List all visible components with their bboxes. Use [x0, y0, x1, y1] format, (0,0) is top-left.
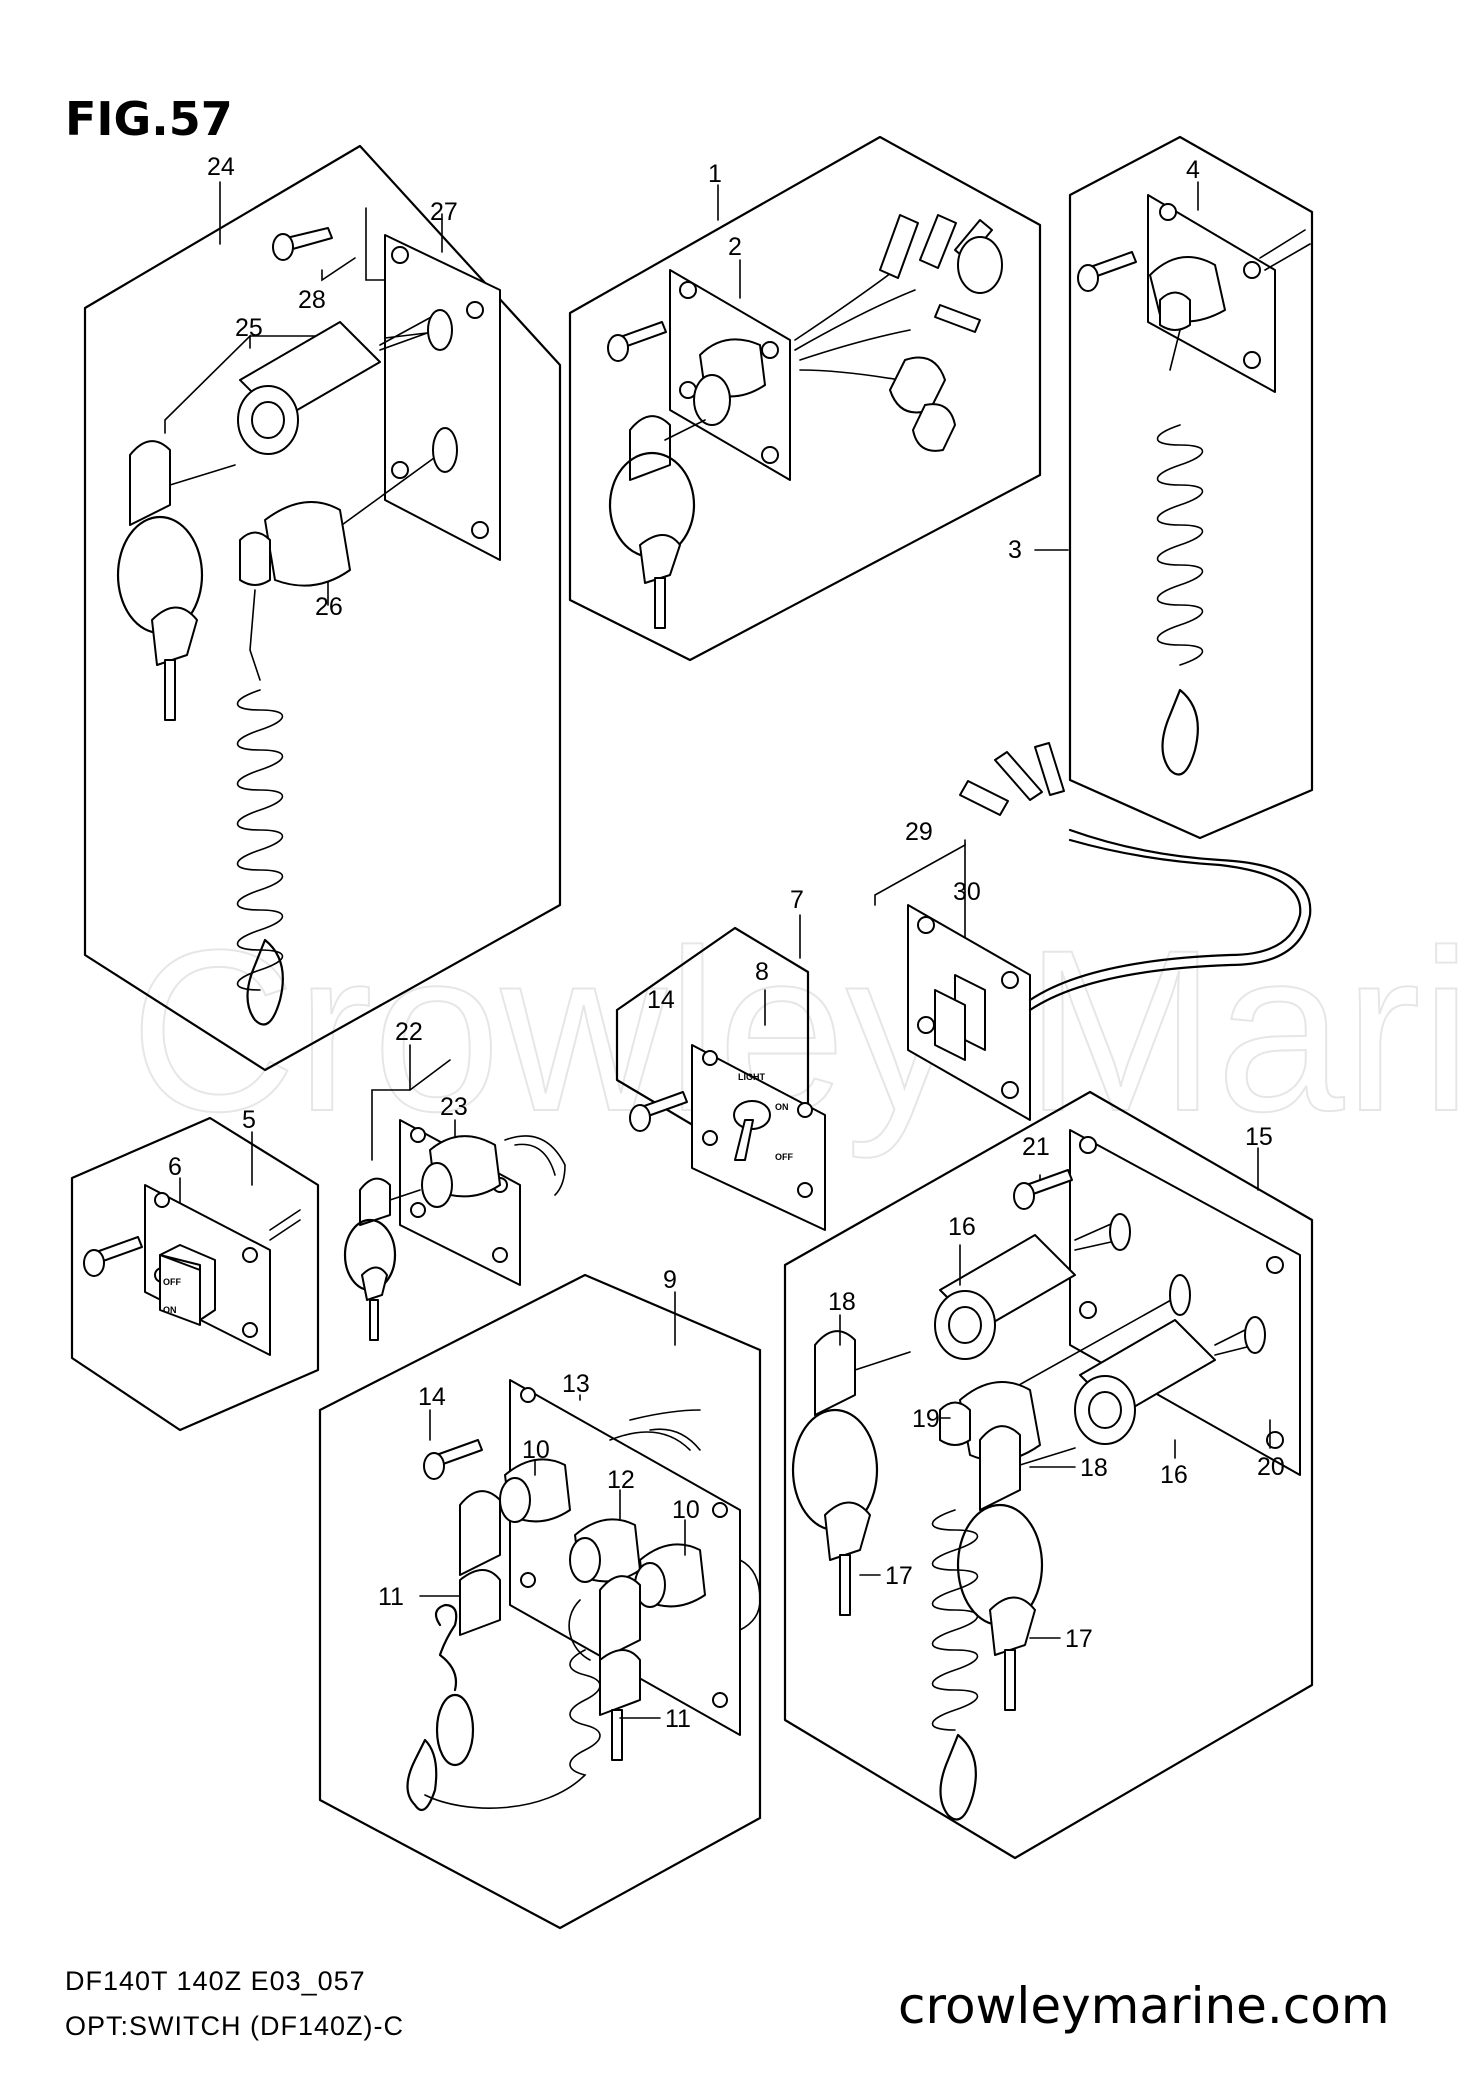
website-text: crowleymarine.com: [898, 1977, 1390, 2035]
callout-18-left: 18: [828, 1288, 856, 1316]
callout-8: 8: [755, 958, 769, 986]
callout-14-light: 14: [647, 986, 675, 1014]
callout-4: 4: [1186, 156, 1200, 184]
callout-26: 26: [315, 593, 343, 621]
panel-switch-5: OFF ON 5 6: [70, 1106, 320, 1432]
light-plate-on: ON: [775, 1102, 789, 1112]
panel-triple-switch: 9 13 14 10 12 10 11 11: [318, 1266, 762, 1930]
light-plate-off: OFF: [775, 1152, 793, 1162]
callout-19: 19: [912, 1405, 940, 1433]
callout-25: 25: [235, 314, 263, 342]
callout-11-left: 11: [378, 1583, 404, 1611]
callout-22: 22: [395, 1018, 423, 1046]
callout-16-upper: 16: [948, 1213, 976, 1241]
model-code: DF140T 140Z E03_057: [65, 1966, 366, 1996]
figure-caption: OPT:SWITCH (DF140Z)-C: [65, 2011, 404, 2041]
wire-connectors-29: [959, 742, 1065, 816]
panel-twin-ignition: 15 21 16 18 19 18 16 20 17 17: [783, 1090, 1314, 1860]
callout-27: 27: [430, 198, 458, 226]
callout-30: 30: [953, 878, 981, 906]
figure-title: FIG.57: [65, 92, 233, 146]
callout-13: 13: [562, 1370, 590, 1398]
panel-ignition-set: 24 27 28 25 26: [83, 144, 562, 1072]
callout-3: 3: [1008, 536, 1022, 564]
callout-16-lower: 16: [1160, 1461, 1188, 1489]
callout-21: 21: [1022, 1133, 1050, 1161]
callout-23: 23: [440, 1093, 468, 1121]
callout-20: 20: [1257, 1453, 1285, 1481]
callout-6: 6: [168, 1153, 182, 1181]
callout-28: 28: [298, 286, 326, 314]
callout-17-left: 17: [885, 1562, 913, 1590]
callout-17-right: 17: [1065, 1625, 1093, 1653]
callout-11-right: 11: [665, 1705, 691, 1733]
panel-stop-switch: 4 3: [1008, 135, 1314, 840]
callout-24: 24: [207, 153, 235, 181]
callout-14-triple: 14: [418, 1383, 446, 1411]
callout-5: 5: [242, 1106, 256, 1134]
callout-12: 12: [607, 1466, 635, 1494]
callout-18-right: 18: [1080, 1454, 1108, 1482]
callout-29: 29: [905, 818, 933, 846]
callout-10-left: 10: [522, 1436, 550, 1464]
lanyard-coil-15: [931, 1509, 979, 1731]
callout-15: 15: [1245, 1123, 1273, 1151]
panel-choke-switch: 22 23: [343, 1018, 566, 1341]
switch5-plate-on: ON: [163, 1305, 177, 1315]
callout-1: 1: [708, 160, 722, 188]
callout-9: 9: [663, 1266, 677, 1294]
panel-main-switch: 1 2: [568, 135, 1042, 662]
wire-connectors-1: [879, 214, 1003, 452]
panel-light-switch: LIGHT ON OFF 7 8 14: [615, 886, 826, 1231]
switch5-plate-off: OFF: [163, 1277, 181, 1287]
callout-7: 7: [790, 886, 804, 914]
callout-2: 2: [728, 233, 742, 261]
lanyard-coil-4: [1156, 424, 1204, 666]
panel-trim-switch: 29 30: [874, 742, 1312, 1121]
lanyard-coil-24: [236, 689, 284, 991]
light-plate-label: LIGHT: [738, 1072, 765, 1082]
callout-10-right: 10: [672, 1496, 700, 1524]
